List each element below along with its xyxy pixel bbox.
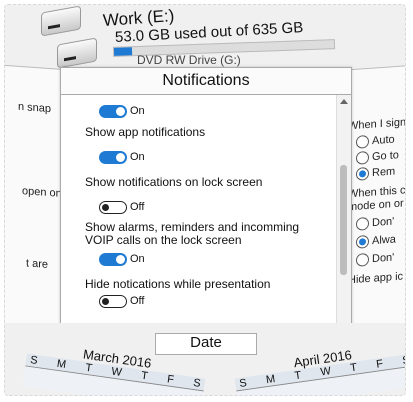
setting-label: Show app notifications xyxy=(85,125,206,139)
date-title: Date xyxy=(155,333,257,355)
app-frame: Work (E:) 53.0 GB used out of 635 GB DVD… xyxy=(4,4,406,396)
toggle-switch[interactable] xyxy=(99,105,127,118)
right-panel-heading: mode on or xyxy=(348,197,404,214)
radio-option[interactable]: Don' xyxy=(356,215,394,231)
setting-label: Show notifications on lock screen xyxy=(85,175,263,189)
left-panel-text: t are xyxy=(26,257,49,271)
radio-checked-icon xyxy=(356,234,369,249)
drive-panel: Work (E:) 53.0 GB used out of 635 GB DVD… xyxy=(5,5,405,75)
toggle-state: Off xyxy=(130,201,145,213)
radio-icon xyxy=(356,216,369,231)
setting-label: Hide notications while presentation xyxy=(85,277,271,291)
radio-option[interactable]: Go to xyxy=(356,149,399,165)
toggle-state: On xyxy=(130,151,145,163)
left-panel-text: open on xyxy=(22,185,62,200)
dvd-drive-label[interactable]: DVD RW Drive (G:) xyxy=(137,53,241,67)
notifications-title: Notifications xyxy=(61,68,351,95)
toggle-state: On xyxy=(130,105,145,117)
radio-option[interactable]: Auto xyxy=(356,133,395,149)
radio-icon xyxy=(356,150,369,165)
radio-label: Go to xyxy=(372,149,399,164)
toggle-switch[interactable] xyxy=(99,151,127,164)
notifications-content: On Show app notifications On Show notifi… xyxy=(61,95,331,333)
toggle-switch[interactable] xyxy=(99,253,127,266)
radio-label: Rem xyxy=(372,165,396,180)
drive-icon xyxy=(41,5,81,37)
toggle-switch[interactable] xyxy=(99,201,127,214)
notifications-panel: Notifications On Show app notifications … xyxy=(60,67,352,337)
radio-option[interactable]: Don' xyxy=(356,251,394,267)
radio-icon xyxy=(356,252,369,267)
right-panel-heading: Hide app ic xyxy=(348,270,404,287)
toggle-state: On xyxy=(130,253,145,265)
scroll-thumb[interactable] xyxy=(340,165,347,275)
radio-checked-icon xyxy=(356,166,369,181)
radio-label: Don' xyxy=(372,251,395,266)
radio-icon xyxy=(356,134,369,149)
right-panel-heading: When I sign xyxy=(348,116,406,133)
radio-option[interactable]: Rem xyxy=(356,165,395,181)
toggle-switch[interactable] xyxy=(99,295,127,308)
radio-option[interactable]: Alwa xyxy=(356,233,396,249)
radio-label: Alwa xyxy=(372,233,396,248)
toggle-state: Off xyxy=(130,295,145,307)
drive-icon xyxy=(57,37,97,69)
scroll-up-icon[interactable] xyxy=(340,99,348,104)
setting-label: Show alarms, reminders and incomming VOI… xyxy=(85,220,300,247)
radio-label: Auto xyxy=(372,133,395,148)
vertical-scrollbar[interactable] xyxy=(336,95,351,333)
left-panel-text: n snap xyxy=(18,100,52,116)
radio-label: Don' xyxy=(372,215,395,230)
